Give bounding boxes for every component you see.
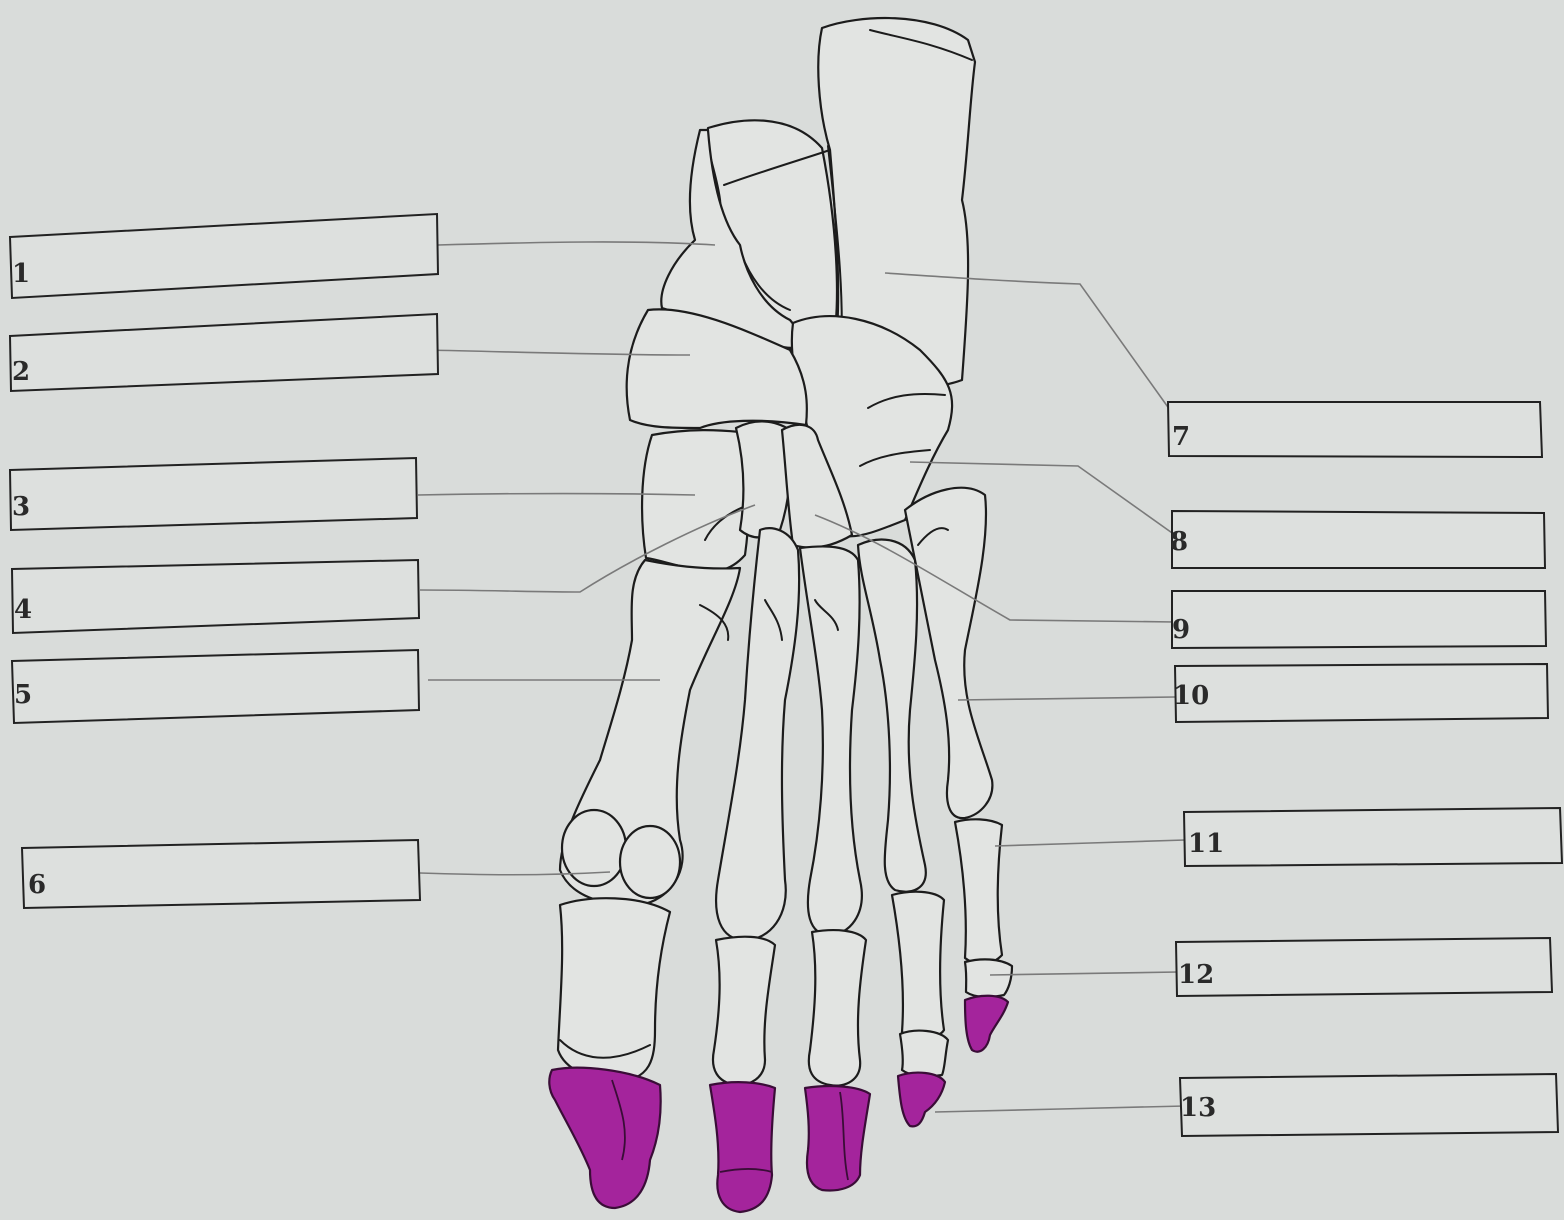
label-number-13: 13 (1180, 1093, 1216, 1123)
label-box-1[interactable] (10, 214, 438, 298)
intermediate-cuneiform-bone (642, 430, 749, 571)
metatarsal-4-bone (858, 540, 926, 892)
proximal-phalanx-2-bone (713, 937, 775, 1085)
label-box-3[interactable] (10, 458, 417, 530)
label-number-4: 4 (14, 595, 32, 625)
label-number-7: 7 (1172, 422, 1190, 452)
label-box-4[interactable] (12, 560, 419, 633)
proximal-phalanx-3-bone (809, 930, 866, 1086)
label-box-6[interactable] (22, 840, 420, 908)
label-number-6: 6 (28, 870, 46, 900)
label-number-12: 12 (1178, 960, 1214, 990)
proximal-phalanx-5-bone (955, 819, 1002, 963)
metatarsal-3-bone (800, 546, 862, 935)
label-number-8: 8 (1170, 527, 1188, 557)
label-number-5: 5 (14, 680, 32, 710)
label-number-10: 10 (1173, 681, 1209, 711)
label-box-7[interactable] (1168, 402, 1542, 457)
distal-phalanx-5-bone (965, 996, 1008, 1052)
label-box-2[interactable] (10, 314, 438, 391)
label-boxes-right: 7 8 9 10 11 12 13 (1168, 402, 1562, 1136)
label-number-2: 2 (12, 357, 30, 387)
distal-phalanx-2-bone (710, 1082, 775, 1212)
metatarsal-5-bone (905, 488, 992, 818)
label-number-3: 3 (12, 492, 30, 522)
label-boxes-left: 1 2 3 4 5 6 (10, 214, 438, 908)
label-box-12[interactable] (1176, 938, 1552, 996)
label-box-9[interactable] (1172, 591, 1546, 648)
leader-line-13 (935, 1106, 1185, 1112)
label-box-13[interactable] (1180, 1074, 1558, 1136)
leader-line-12 (990, 972, 1178, 975)
label-box-5[interactable] (12, 650, 419, 723)
proximal-phalanx-1-bone (558, 898, 670, 1082)
proximal-phalanx-4-bone (892, 892, 944, 1038)
label-number-9: 9 (1172, 615, 1190, 645)
leader-line-3 (418, 494, 695, 496)
label-box-10[interactable] (1175, 664, 1548, 722)
middle-phalanx-5-bone (965, 959, 1012, 997)
leader-line-11 (995, 840, 1185, 846)
foot-bones (558, 18, 1012, 1086)
label-number-11: 11 (1188, 829, 1224, 859)
label-box-11[interactable] (1184, 808, 1562, 866)
middle-phalanx-4-bone (900, 1031, 948, 1077)
leader-line-10 (958, 697, 1175, 700)
distal-phalanx-4-bone (898, 1073, 945, 1127)
distal-phalanx-3-bone (805, 1086, 870, 1190)
label-number-1: 1 (12, 259, 30, 289)
leader-line-1 (438, 242, 715, 245)
distal-phalanx-1-bone (549, 1068, 660, 1208)
label-box-8[interactable] (1172, 511, 1545, 568)
